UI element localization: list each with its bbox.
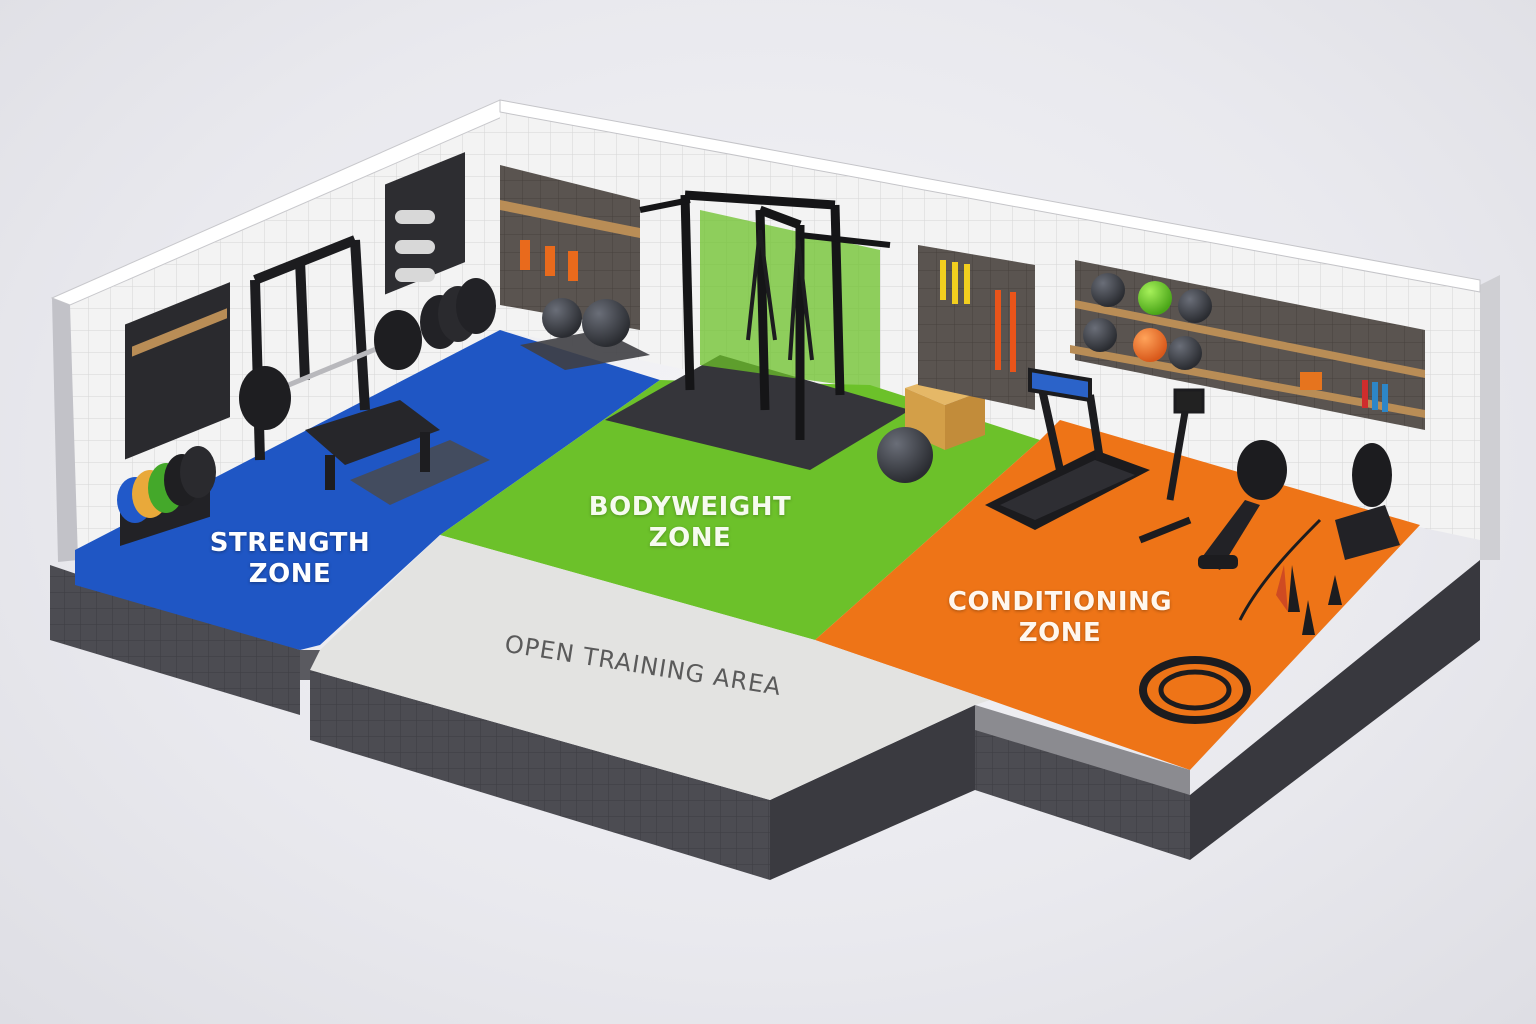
conditioning-zone-label: CONDITIONING ZONE [935,587,1185,648]
strength-zone-label-line1: STRENGTH [209,528,371,558]
flat-bench [305,400,440,490]
bodyweight-zone-label: BODYWEIGHT ZONE [575,492,805,553]
air-bike [1335,443,1400,560]
bodyweight-equipment [500,165,1035,483]
conditioning-equipment [985,260,1425,724]
slam-ball [877,427,933,483]
exercise-bike [1138,388,1205,544]
conditioning-zone-floor [815,420,1420,770]
battle-rope-coil [1139,656,1251,724]
strength-zone-label: STRENGTH ZONE [200,528,380,589]
plate-storage-rack [420,278,496,349]
jump-rope [1238,518,1322,621]
bodyweight-zone-label-line1: BODYWEIGHT [588,492,792,522]
strength-equipment [117,152,496,547]
barbell [239,310,422,430]
ball-shelf [1075,300,1425,378]
treadmill [985,367,1150,530]
band-pegboard [918,245,1035,410]
conditioning-zone-label-line2: ZONE [1018,617,1102,648]
weight-plates [117,446,216,547]
accessory-pegboard [500,165,640,330]
open-training-floor [310,535,990,800]
rowing-machine [1198,440,1287,570]
suspension-trainer [746,229,814,361]
agility-cones [1276,565,1342,635]
bodyweight-zone-label-line2: ZONE [648,522,732,553]
conditioning-zone-label-line1: CONDITIONING [947,587,1173,617]
strength-zone-label-line2: ZONE [248,558,332,589]
